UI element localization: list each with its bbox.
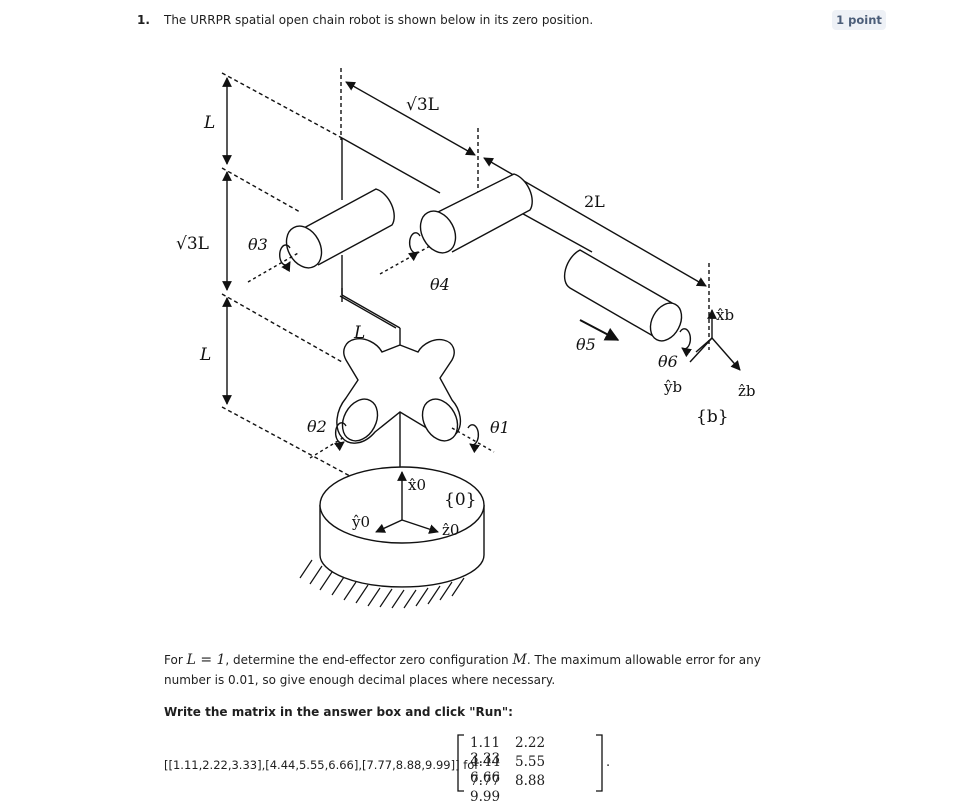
matrix-row: 7.77 8.88 9.99 — [470, 773, 590, 805]
robot-diagram: L √3L L √3L 2L L θ1 θ2 θ3 θ4 θ5 θ6 x̂0 ŷ… — [176, 68, 756, 609]
points-badge: 1 point — [832, 10, 886, 30]
para-equation: L = 1 — [186, 652, 226, 668]
label-L-top: L — [203, 113, 215, 133]
label-theta1: θ1 — [490, 418, 510, 437]
para-mid: , determine the end-effector zero config… — [225, 653, 509, 667]
label-theta3: θ3 — [248, 235, 268, 254]
instruction-text: Write the matrix in the answer box and c… — [164, 705, 513, 719]
matrix-cell: 1.11 — [470, 735, 501, 751]
matrix-cell: 6.66 — [470, 770, 501, 786]
para-rest: . The maximum allowable error for any nu… — [164, 653, 761, 687]
label-frame0: {0} — [444, 490, 476, 510]
label-L-arm: L — [353, 323, 365, 343]
label-zb: ẑb — [738, 382, 756, 400]
question-number: 1. — [137, 13, 150, 27]
example-text: [[1.11,2.22,3.33],[4.44,5.55,6.66],[7.77… — [164, 758, 480, 772]
matrix-period: . — [606, 755, 611, 770]
label-sqrt3L-top: √3L — [406, 95, 439, 115]
problem-paragraph: For L = 1, determine the end-effector ze… — [164, 650, 784, 690]
label-theta5: θ5 — [576, 335, 596, 354]
matrix-row: 4.44 5.55 6.66 — [470, 754, 590, 786]
matrix-cell: 7.77 — [470, 773, 501, 789]
label-frameb: {b} — [696, 407, 729, 427]
matrix-cell: 4.44 — [470, 754, 501, 770]
label-sqrt3L-left: √3L — [176, 234, 209, 254]
label-xb: x̂b — [716, 306, 734, 324]
matrix-cell: 5.55 — [515, 754, 546, 770]
matrix-brackets — [457, 734, 603, 792]
label-L-bottom: L — [199, 345, 211, 365]
para-prefix: For — [164, 653, 183, 667]
label-z0: ẑ0 — [442, 521, 459, 539]
label-theta2: θ2 — [307, 417, 327, 436]
label-theta4: θ4 — [430, 275, 450, 294]
label-theta6: θ6 — [658, 352, 678, 371]
matrix-cell: 2.22 — [515, 735, 546, 751]
label-x0: x̂0 — [408, 476, 426, 494]
matrix-cell: 9.99 — [470, 789, 501, 805]
matrix-cell: 3.33 — [470, 751, 501, 767]
label-yb: ŷb — [663, 378, 682, 396]
label-y0: ŷ0 — [351, 513, 370, 531]
matrix-cell: 8.88 — [515, 773, 546, 789]
para-M: M — [512, 652, 527, 668]
example-matrix: 1.11 2.22 3.33 4.44 5.55 6.66 7.77 8.88 9.99 . — [456, 733, 610, 805]
question-text: The URRPR spatial open chain robot is sh… — [164, 13, 594, 27]
label-2L: 2L — [584, 192, 605, 211]
matrix-row: 1.11 2.22 3.33 — [470, 735, 590, 767]
